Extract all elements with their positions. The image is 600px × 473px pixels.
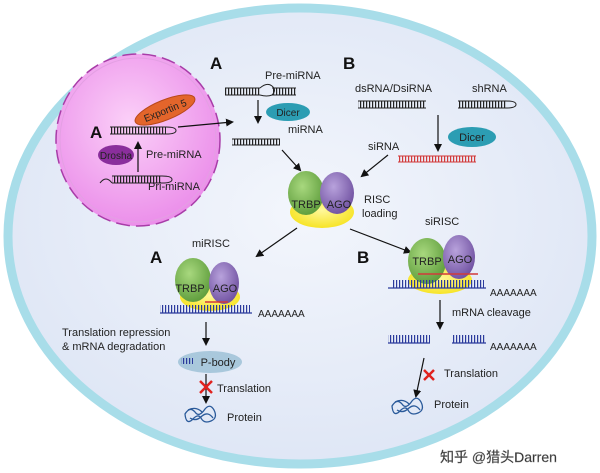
protein-right-label: Protein <box>434 399 469 411</box>
ago-left-label: AGO <box>213 283 238 295</box>
protein-left-label: Protein <box>227 412 262 424</box>
path-a-bottom-label: A <box>150 248 162 267</box>
mirna-duplex <box>232 138 280 146</box>
sirna-label: siRNA <box>368 141 400 153</box>
trbp-center-label: TRBP <box>291 199 320 211</box>
translation-repression-line1: Translation repression <box>62 327 170 339</box>
nucleus <box>55 53 221 227</box>
risc-loading-line1: RISC <box>364 194 390 206</box>
drosha-label: Drosha <box>100 151 133 162</box>
dsrna-strand <box>358 100 426 109</box>
ago-center-label: AGO <box>327 199 352 211</box>
path-b-bottom-label: B <box>357 248 369 267</box>
dicer-left-label: Dicer <box>276 108 300 119</box>
pre-mirna-top-label: Pre-miRNA <box>265 70 321 82</box>
sirna-duplex <box>398 155 476 163</box>
trbp-left-label: TRBP <box>175 283 204 295</box>
path-a-top-label: A <box>210 54 222 73</box>
mirisc-label: miRISC <box>192 238 230 250</box>
protein-left-icon <box>184 405 217 423</box>
risc-complex-center: TRBP AGO <box>288 171 354 228</box>
sirisc-label: siRISC <box>425 216 459 228</box>
protein-right-icon <box>391 397 424 415</box>
watermark: 知乎 @猎头Darren <box>440 449 557 465</box>
p-body: P-body <box>178 351 242 373</box>
to-sirisc-arrow <box>349 228 412 254</box>
translation-left-label: Translation <box>217 383 271 395</box>
dicer-right-label: Dicer <box>459 132 485 144</box>
p-body-label: P-body <box>201 357 236 369</box>
blocked-x-right <box>423 369 435 381</box>
mirna-label: miRNA <box>288 124 323 136</box>
shrna-label: shRNA <box>472 83 508 95</box>
export-arrow <box>177 118 234 128</box>
nucleus-a-label: A <box>90 123 102 142</box>
pre-mirna-top-strand <box>225 83 296 97</box>
translation-right-arrow <box>413 357 425 398</box>
sirna-to-risc-arrow <box>360 154 389 178</box>
shrna-strand <box>458 100 517 109</box>
dicer-left: Dicer <box>266 103 310 121</box>
dsrna-label: dsRNA/DsiRNA <box>355 83 433 95</box>
risc-loading-line2: loading <box>362 208 397 220</box>
mirisc-complex: TRBP AGO <box>175 258 240 311</box>
translation-repression-line2: & mRNA degradation <box>62 341 165 353</box>
blocked-x-left <box>199 380 213 394</box>
to-mirisc-arrow <box>255 227 298 258</box>
dicer-right: Dicer <box>448 127 496 147</box>
pre-mirna-nucleus-label: Pre-miRNA <box>146 149 202 161</box>
drosha: Drosha <box>98 145 134 165</box>
pri-mirna-label: Pri-miRNA <box>148 181 201 193</box>
mirna-to-risc-arrow <box>281 149 302 172</box>
polya-left: AAAAAAA <box>258 309 305 320</box>
ago-right-label: AGO <box>448 254 473 266</box>
cleaved-mrna <box>388 335 486 344</box>
sirna-target-mrna-right <box>388 273 486 289</box>
path-b-top-label: B <box>343 54 355 73</box>
pre-mirna-nucleus-strand <box>110 126 177 135</box>
pri-mirna-strand <box>99 175 173 184</box>
mirna-target-mrna-left <box>160 301 252 314</box>
polya-right: AAAAAAA <box>490 288 537 299</box>
translation-right-label: Translation <box>444 368 498 380</box>
trbp-right-label: TRBP <box>412 256 441 268</box>
mrna-cleavage-label: mRNA cleavage <box>452 307 531 319</box>
polya-right-cleaved: AAAAAAA <box>490 342 537 353</box>
